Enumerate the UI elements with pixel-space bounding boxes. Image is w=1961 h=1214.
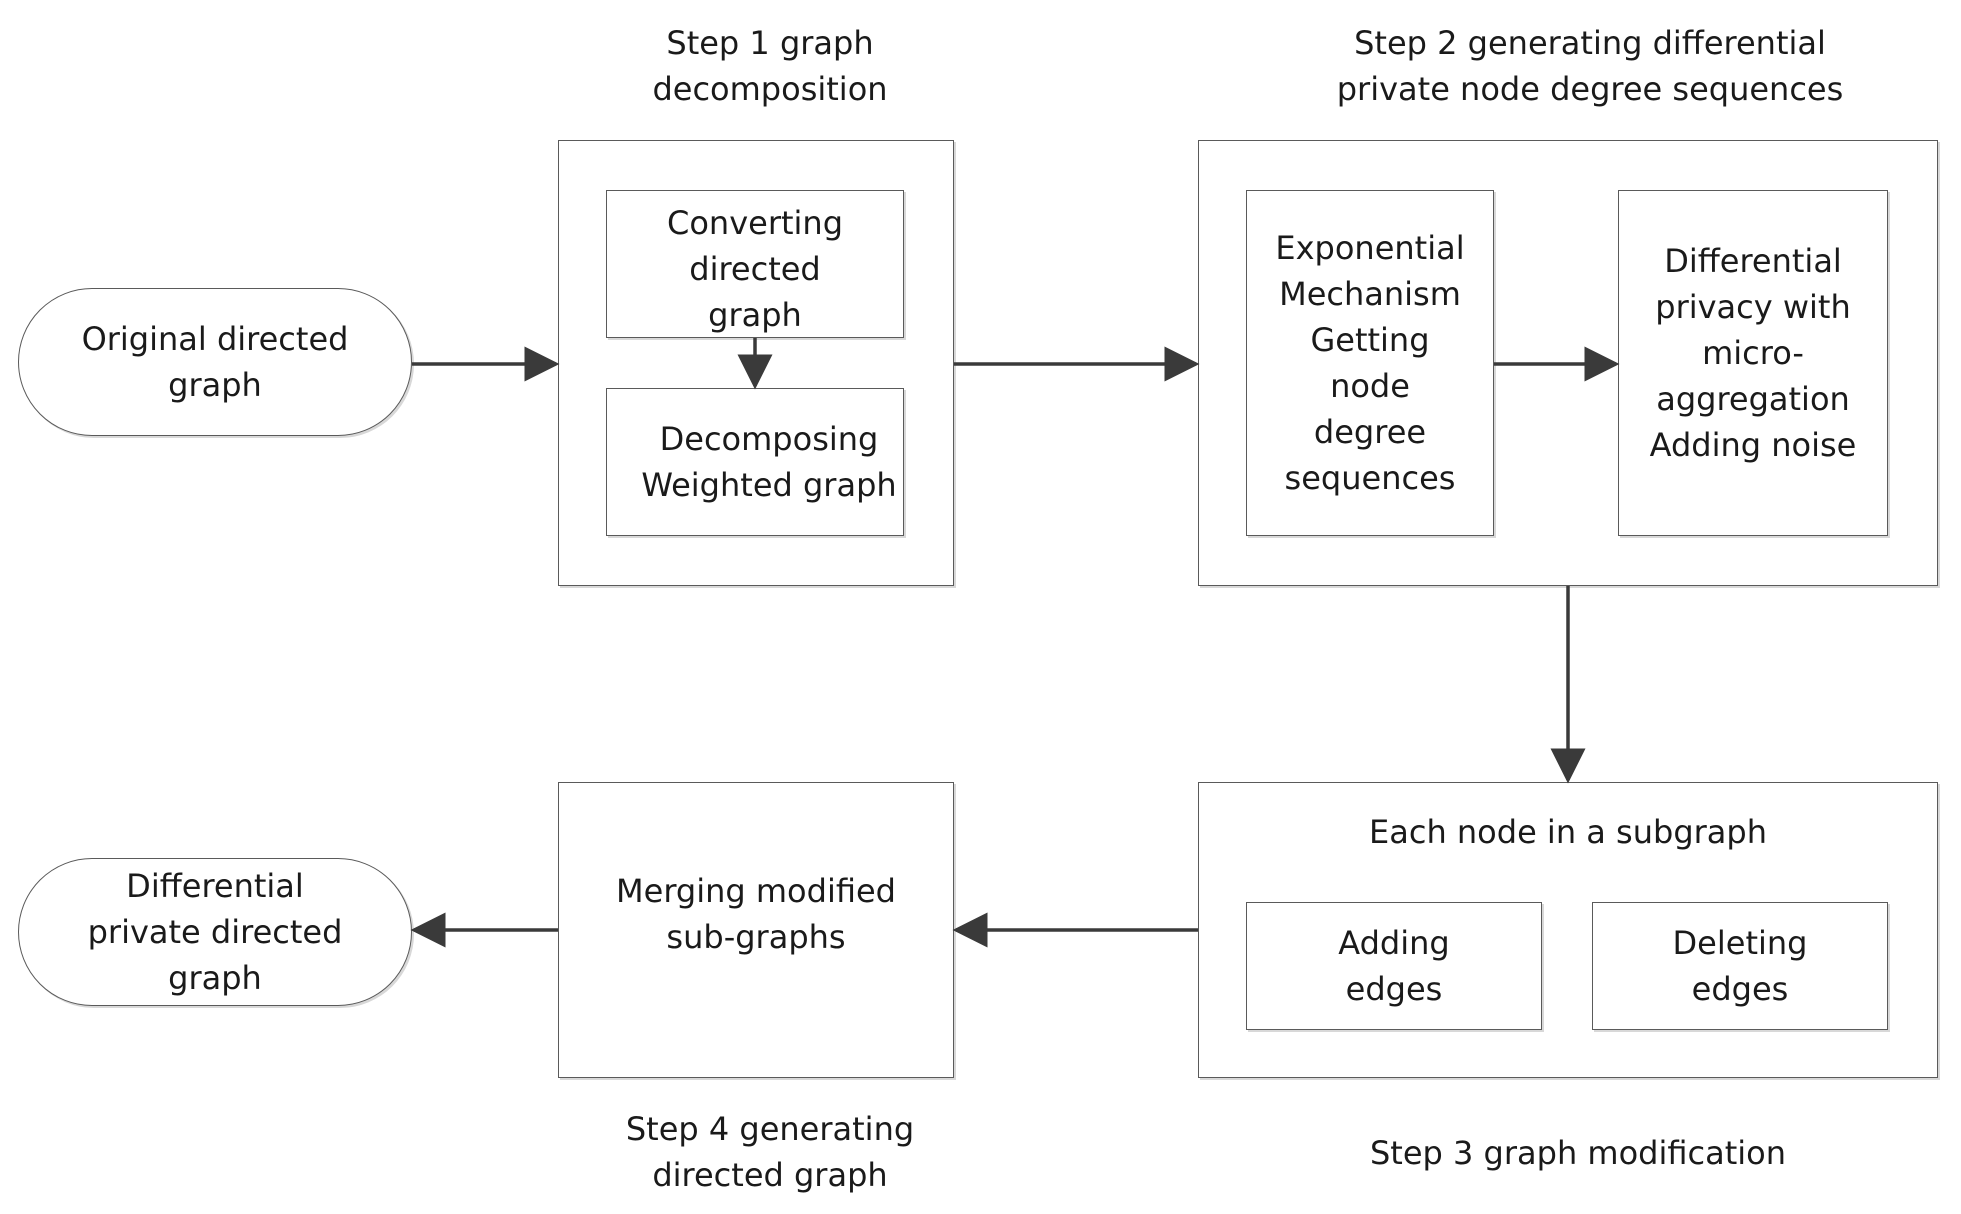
adding-edges-box xyxy=(1246,902,1542,1030)
decompose-label: Decomposing Weighted graph xyxy=(641,420,897,504)
end-terminal xyxy=(18,858,412,1006)
step3-caption: Step 3 graph modification xyxy=(1369,1134,1786,1172)
start-terminal-label: Original directed graph xyxy=(81,320,349,404)
step4-caption: Step 4 generating directed graph xyxy=(625,1110,915,1194)
end-terminal-label: Differential private directed graph xyxy=(87,867,343,997)
microagg-label: Differential privacy with micro- aggrega… xyxy=(1649,242,1857,464)
microagg-box xyxy=(1618,190,1888,536)
exponential-label: Exponential Mechanism Getting node degre… xyxy=(1275,229,1465,497)
merging-label: Merging modified sub-graphs xyxy=(616,872,896,956)
deleting-edges-label: Deleting edges xyxy=(1672,924,1808,1008)
start-terminal xyxy=(18,288,412,436)
convert-box xyxy=(606,190,904,338)
step4-box xyxy=(558,782,954,1078)
step1-caption: Step 1 graph decomposition xyxy=(652,24,888,108)
exponential-box xyxy=(1246,190,1494,536)
decompose-box xyxy=(606,388,904,536)
deleting-edges-box xyxy=(1592,902,1888,1030)
adding-edges-label: Adding edges xyxy=(1338,924,1450,1008)
convert-label: Converting directed graph xyxy=(666,204,843,334)
subgraph-label: Each node in a subgraph xyxy=(1369,813,1767,851)
step2-caption: Step 2 generating differential private n… xyxy=(1336,24,1844,108)
